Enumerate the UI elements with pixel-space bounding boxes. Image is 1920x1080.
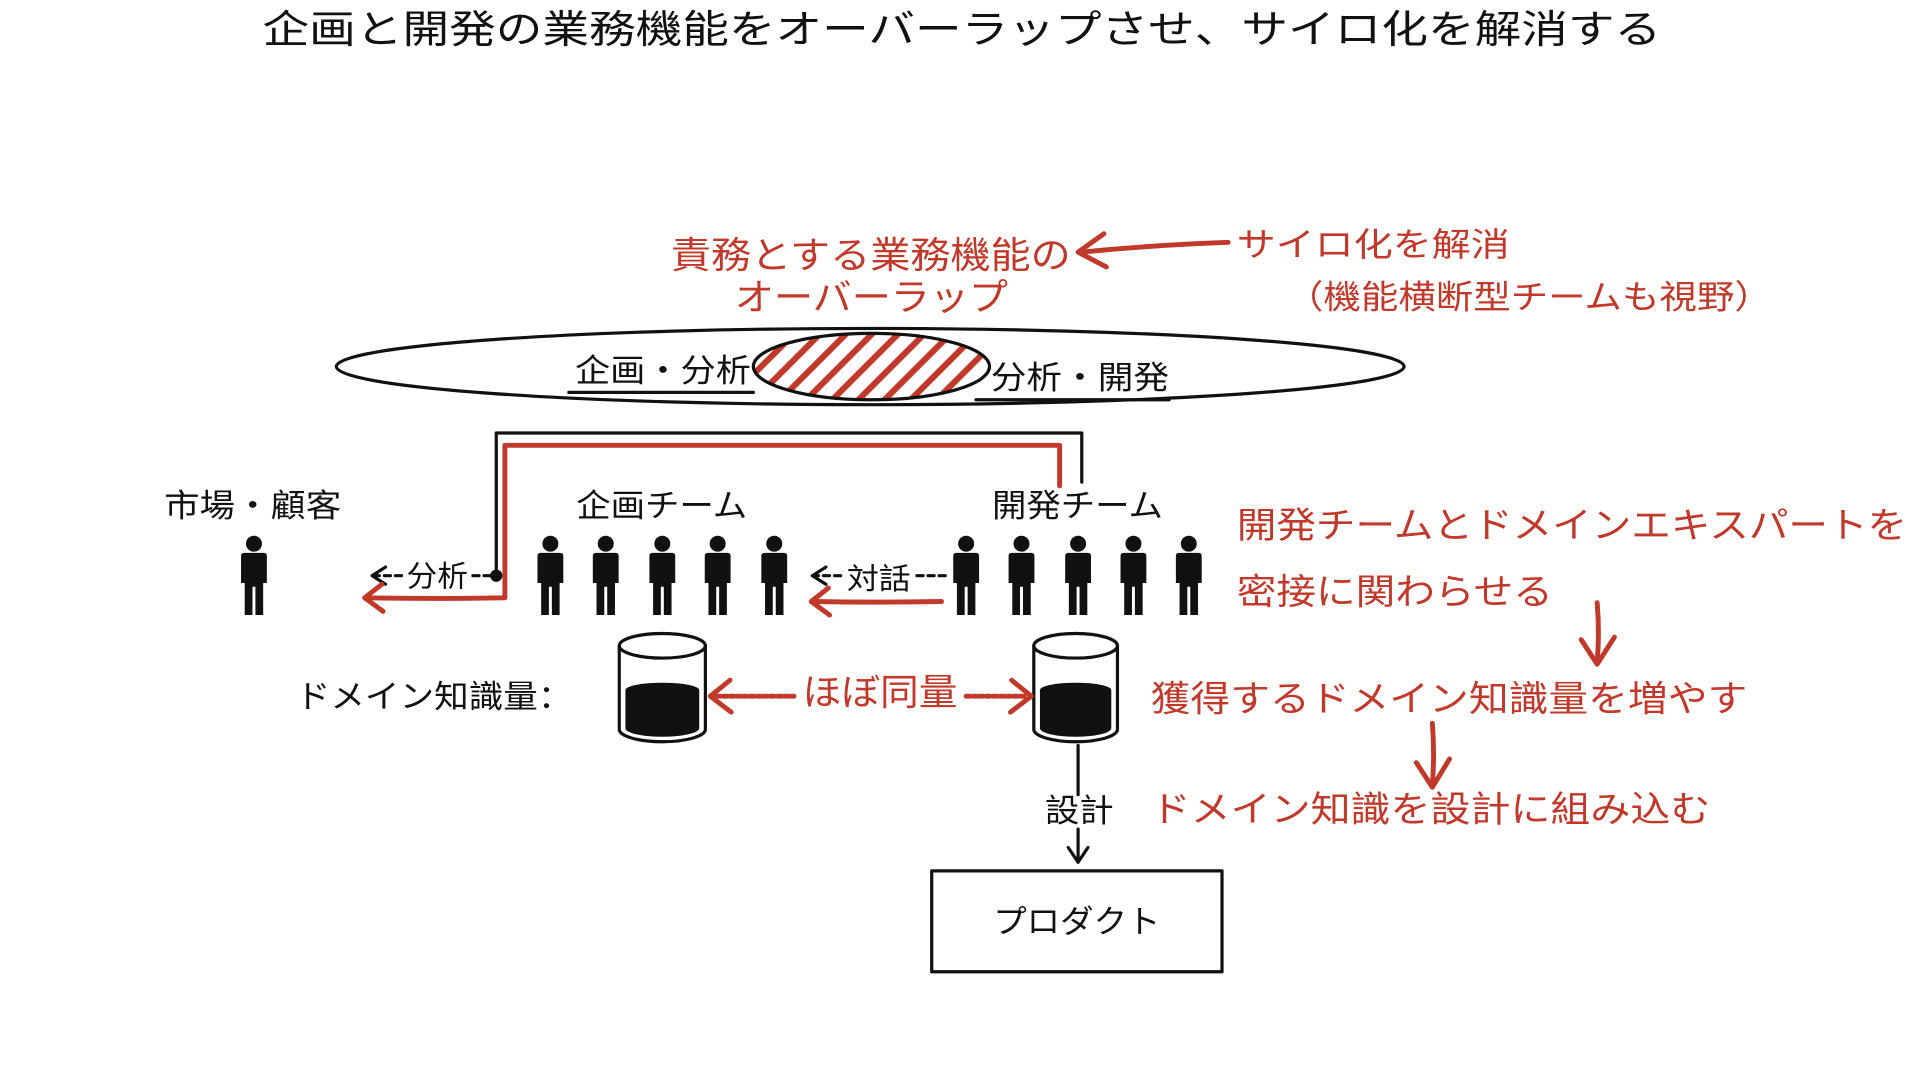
overlap-hatched-ellipse bbox=[751, 331, 992, 402]
planning-knowledge-cylinder-icon bbox=[617, 631, 707, 744]
dev-member-icon bbox=[1175, 535, 1202, 616]
domain-knowledge-label: ドメイン知識量： bbox=[296, 677, 573, 715]
dialogue-flow-label: 対話 bbox=[847, 562, 911, 596]
silo-arrow bbox=[1075, 231, 1231, 270]
increase-knowledge-note: 獲得するドメイン知識量を増やす bbox=[1151, 679, 1748, 720]
planning-member-icon bbox=[592, 535, 619, 616]
analysis-arrow bbox=[362, 565, 507, 614]
planning-member-icon bbox=[537, 535, 564, 616]
planning-member-icon bbox=[704, 535, 731, 616]
expert-note-line2: 密接に関わらせる bbox=[1237, 572, 1553, 613]
knowledge-comparison-label: ほぼ同量 bbox=[803, 671, 958, 714]
product-label: プロダクト bbox=[993, 902, 1160, 940]
knowledge-compare-left-arrow bbox=[707, 677, 797, 715]
silo-note-line2: （機能横断型チームも視野） bbox=[1286, 278, 1772, 317]
analysis-link-line bbox=[494, 431, 1084, 578]
dev-member-icon bbox=[1120, 535, 1147, 616]
dev-knowledge-cylinder-icon bbox=[1032, 631, 1120, 744]
product-box bbox=[930, 869, 1224, 974]
planning-team-label: 企画チーム bbox=[576, 487, 747, 525]
dialogue-arrow bbox=[808, 565, 950, 618]
dev-member-icon bbox=[1008, 535, 1035, 616]
overlap-note-line2: オーバーラップ bbox=[735, 276, 1008, 319]
overlap-note-line1: 責務とする業務機能の bbox=[671, 234, 1071, 277]
dev-team-members bbox=[953, 535, 1202, 616]
knowledge-compare-right-arrow bbox=[963, 677, 1034, 715]
function-scope-ellipse bbox=[334, 326, 1406, 407]
embed-knowledge-note: ドメイン知識を設計に組み込む bbox=[1151, 790, 1711, 831]
page-title: 企画と開発の業務機能をオーバーラップさせ、サイロ化を解消する bbox=[263, 7, 1662, 53]
dev-team-label: 開発チーム bbox=[992, 487, 1163, 525]
planning-team-members bbox=[537, 535, 788, 616]
market-customer-label: 市場・顧客 bbox=[164, 487, 341, 525]
analysis-link-red-line bbox=[502, 442, 1063, 601]
analysis-start-dot bbox=[490, 569, 503, 582]
down-arrow-2 bbox=[1413, 720, 1453, 790]
expert-note-line1: 開発チームとドメインエキスパートを bbox=[1237, 506, 1907, 547]
planning-member-icon bbox=[761, 535, 788, 616]
planning-member-icon bbox=[649, 535, 676, 616]
dev-member-icon bbox=[953, 535, 980, 616]
silo-note-line1: サイロ化を解消 bbox=[1237, 225, 1510, 264]
design-arrow bbox=[1066, 743, 1090, 864]
analysis-flow-label: 分析 bbox=[406, 560, 468, 594]
dev-member-icon bbox=[1065, 535, 1092, 616]
customer-person-icon bbox=[241, 535, 267, 616]
design-flow-label: 設計 bbox=[1045, 792, 1114, 830]
development-function-label: 分析・開発 bbox=[991, 359, 1169, 397]
planning-function-label: 企画・分析 bbox=[575, 351, 751, 389]
down-arrow-1 bbox=[1578, 600, 1617, 667]
